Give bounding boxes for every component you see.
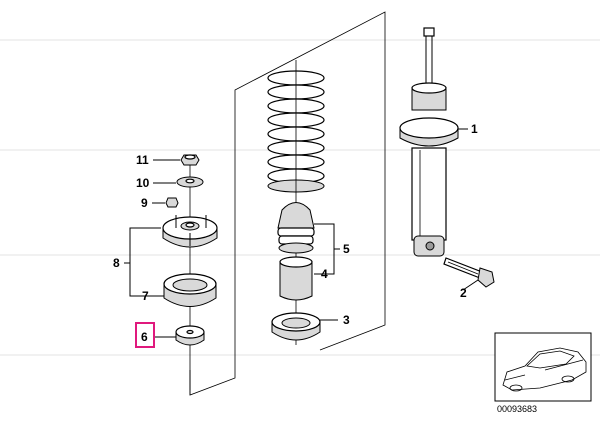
part-10-washer[interactable] bbox=[176, 176, 204, 188]
callout-4[interactable]: 4 bbox=[321, 267, 328, 281]
part-1-shock-absorber[interactable] bbox=[399, 27, 459, 257]
part-3-spring-seat[interactable] bbox=[271, 312, 321, 341]
part-8-strut-mount[interactable] bbox=[162, 215, 218, 248]
callout-8[interactable]: 8 bbox=[113, 256, 120, 270]
part-4-sleeve[interactable] bbox=[279, 256, 313, 301]
part-5-bump-stop[interactable] bbox=[277, 202, 315, 254]
callout-7[interactable]: 7 bbox=[142, 289, 149, 303]
callout-6-highlight bbox=[135, 322, 155, 348]
part-7-ring[interactable] bbox=[163, 273, 217, 307]
car-sedan-icon bbox=[502, 347, 587, 392]
callout-3[interactable]: 3 bbox=[343, 313, 350, 327]
callout-2[interactable]: 2 bbox=[460, 286, 467, 300]
callout-6[interactable]: 6 bbox=[141, 330, 148, 344]
part-11-nut[interactable] bbox=[180, 154, 200, 166]
part-9-nut[interactable] bbox=[165, 197, 179, 208]
reference-code: 00093683 bbox=[497, 404, 537, 414]
part-2-bolt[interactable] bbox=[443, 257, 495, 288]
callout-9[interactable]: 9 bbox=[141, 196, 148, 210]
part-6-cap[interactable] bbox=[175, 325, 205, 346]
callout-1[interactable]: 1 bbox=[471, 122, 478, 136]
inset-thumbnail: 00093683 bbox=[494, 332, 592, 414]
callout-10[interactable]: 10 bbox=[136, 176, 150, 190]
callout-11[interactable]: 11 bbox=[136, 153, 149, 167]
callout-5[interactable]: 5 bbox=[343, 242, 350, 256]
callouts: 1 2 3 4 5 6 7 8 9 10 11 bbox=[113, 122, 478, 348]
leader-lines bbox=[124, 128, 479, 338]
